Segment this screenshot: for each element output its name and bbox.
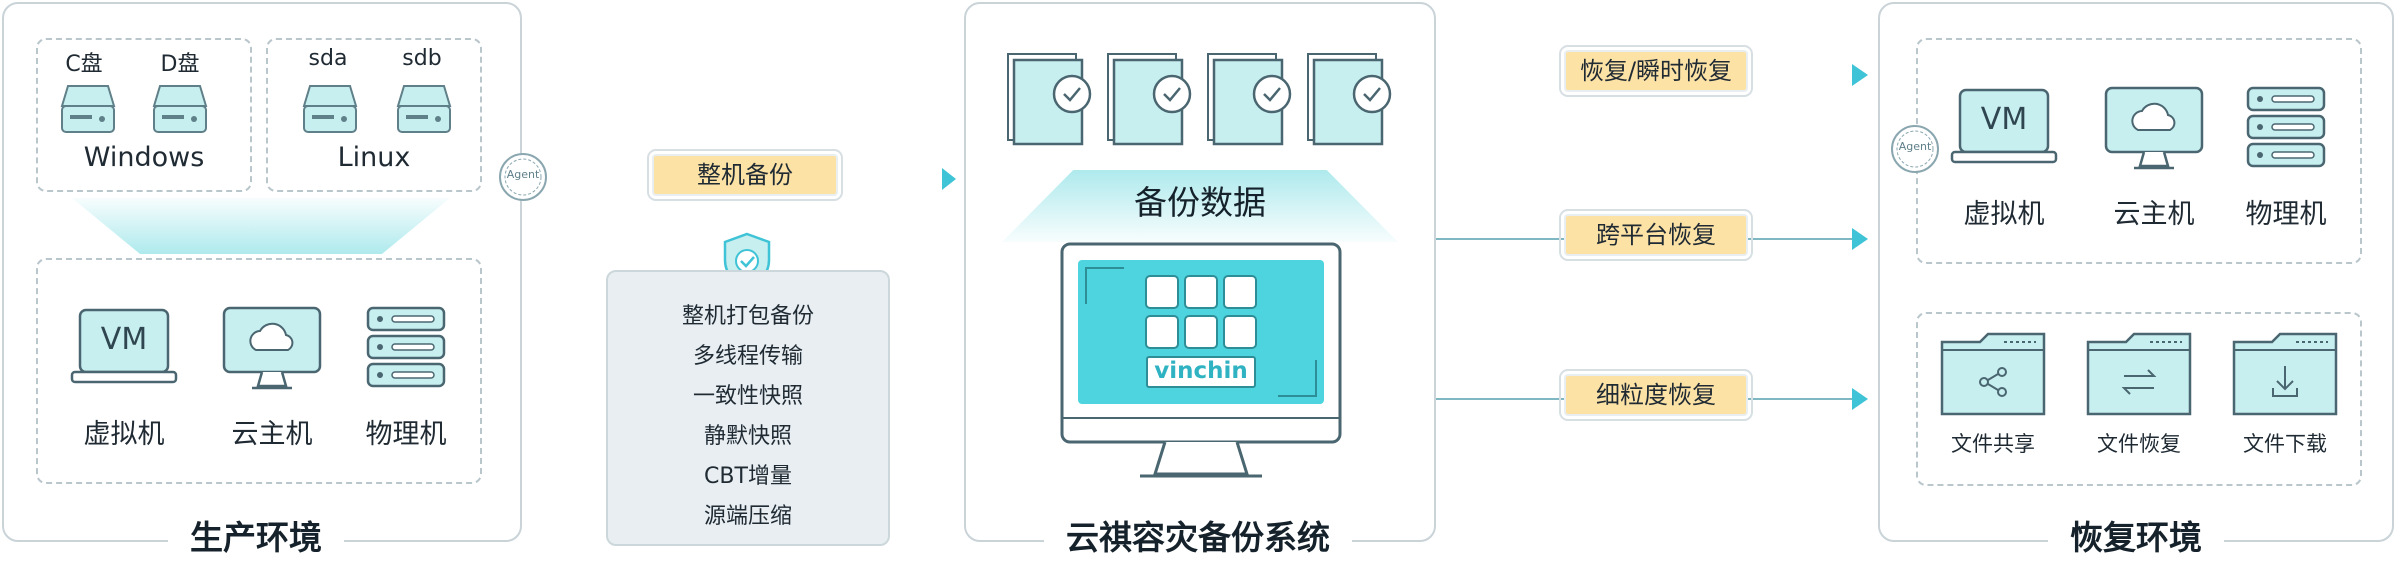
arrow-to-system-icon xyxy=(942,168,956,190)
disk-label-sda: sda xyxy=(308,46,348,71)
download-folder-icon xyxy=(2232,332,2338,416)
cloud-host-icon xyxy=(2104,86,2204,170)
agent-label: Agent xyxy=(506,168,540,181)
production-title: 生产环境 xyxy=(168,516,344,560)
feature-item: 整机打包备份 xyxy=(681,304,814,329)
light-beam xyxy=(72,198,450,254)
cloud-host-icon xyxy=(222,306,322,390)
disk-c-icon xyxy=(60,85,116,133)
arrow-instant-icon xyxy=(1852,64,1868,86)
vm-laptop-icon xyxy=(1950,88,2058,164)
physical-server-icon xyxy=(2246,86,2326,168)
file-label-restore: 文件恢复 xyxy=(2097,432,2181,456)
system-title: 云祺容灾备份系统 xyxy=(1044,516,1352,560)
host-label-physical: 物理机 xyxy=(2245,199,2327,230)
backup-doc-icon xyxy=(1007,53,1092,146)
backup-doc-icon xyxy=(1207,53,1292,146)
agent-badge-icon xyxy=(499,153,547,201)
vinchin-logo xyxy=(1146,356,1256,388)
app-grid-icon xyxy=(1145,275,1257,349)
restore-folder-icon xyxy=(2086,332,2192,416)
backup-mode-tag: 整机备份 xyxy=(647,149,843,201)
file-label-share: 文件共享 xyxy=(1951,432,2035,456)
host-label-vm: 虚拟机 xyxy=(1963,199,2045,230)
host-label-cloud: 云主机 xyxy=(231,419,313,450)
feature-item: 源端压缩 xyxy=(703,504,792,529)
feature-item: CBT增量 xyxy=(704,464,792,489)
windows-label: Windows xyxy=(83,142,205,173)
feature-item: 静默快照 xyxy=(703,424,792,449)
agent-label: Agent xyxy=(1898,140,1932,153)
host-label-cloud: 云主机 xyxy=(2113,199,2195,230)
disk-d-icon xyxy=(152,85,208,133)
vm-text: VM xyxy=(100,322,148,357)
backup-features-box: 整机打包备份 多线程传输 一致性快照 静默快照 CBT增量 源端压缩 xyxy=(606,270,890,546)
data-beam xyxy=(1002,170,1398,242)
arrow-cross-platform-icon xyxy=(1852,228,1868,250)
physical-server-icon xyxy=(366,306,446,388)
host-label-vm: 虚拟机 xyxy=(83,419,165,450)
restore-tag-cross-platform: 跨平台恢复 xyxy=(1559,209,1753,261)
agent-badge-icon xyxy=(1891,125,1939,173)
backup-data-label: 备份数据 xyxy=(1134,183,1266,222)
restore-tag-granular: 细粒度恢复 xyxy=(1559,369,1753,421)
feature-item: 一致性快照 xyxy=(692,384,803,409)
vm-text: VM xyxy=(1980,102,2028,137)
disk-label-d: D盘 xyxy=(160,52,200,77)
backup-doc-icon xyxy=(1107,53,1192,146)
host-label-physical: 物理机 xyxy=(365,419,447,450)
disk-sda-icon xyxy=(302,85,358,133)
share-folder-icon xyxy=(1940,332,2046,416)
linux-label: Linux xyxy=(337,142,411,173)
vm-laptop-icon xyxy=(70,308,178,384)
disk-label-sdb: sdb xyxy=(402,46,442,71)
file-label-download: 文件下载 xyxy=(2243,432,2327,456)
disk-label-c: C盘 xyxy=(65,52,103,77)
vinchin-logo-text: vinchin xyxy=(1154,358,1248,384)
arrow-granular-icon xyxy=(1852,388,1868,410)
restore-tag-instant: 恢复/瞬时恢复 xyxy=(1559,45,1753,97)
backup-doc-icon xyxy=(1307,53,1392,146)
linux-group xyxy=(266,38,482,192)
recovery-title: 恢复环境 xyxy=(2048,516,2224,560)
disk-sdb-icon xyxy=(396,85,452,133)
feature-item: 多线程传输 xyxy=(692,344,803,369)
